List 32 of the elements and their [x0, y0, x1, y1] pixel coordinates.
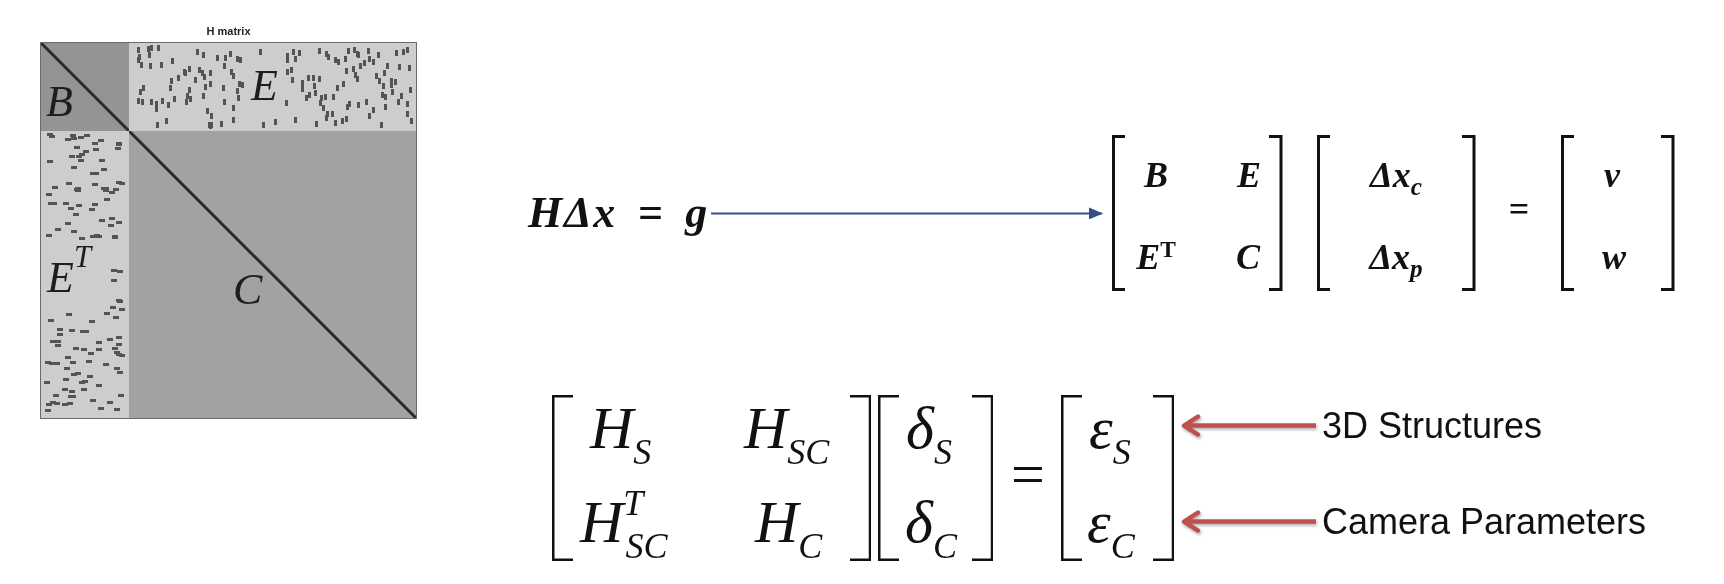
- arrow: [710, 207, 1103, 220]
- block-label: B: [46, 79, 73, 126]
- annotation-text: Camera Parameters: [1322, 500, 1647, 544]
- equals-sign: =: [1011, 440, 1045, 509]
- matrix-entry: w: [1602, 236, 1626, 279]
- equals-sign: =: [1508, 188, 1530, 231]
- matrix-entry: B: [1144, 154, 1168, 197]
- matrix-entry: δ$_{C}$: [905, 488, 957, 561]
- matrix-entry: H$_{C}$: [755, 488, 823, 561]
- matrix-entry: v: [1604, 154, 1620, 197]
- matrix-entry: Δx$_{c}$: [1370, 154, 1422, 199]
- matrix-entry: H$_{SC}$: [744, 394, 830, 467]
- matrix-entry: ε$_{C}$: [1087, 488, 1135, 561]
- matrix-entry: E: [1237, 154, 1261, 197]
- plot-title: H matrix: [206, 24, 251, 39]
- equation-text: HΔx = g: [528, 187, 710, 240]
- matrix-entry: ε$_{S}$: [1089, 394, 1131, 467]
- block-label: C: [233, 267, 263, 314]
- arrow: [1181, 510, 1316, 533]
- matrix-entry: E$^{T}$: [1136, 235, 1176, 279]
- matrix-entry: H$_{S}$: [590, 394, 652, 467]
- matrix-entry: δ$_{S}$: [906, 394, 952, 467]
- arrow: [1181, 414, 1316, 437]
- block-label: E$^{T}$: [47, 247, 92, 304]
- matrix-block: [41, 43, 129, 131]
- matrix-block: [41, 131, 129, 418]
- block-label: E: [251, 63, 278, 110]
- matrix-entry: Δx$_{p}$: [1369, 236, 1423, 281]
- matrix-block: [129, 43, 416, 131]
- annotation-text: 3D Structures: [1322, 404, 1543, 448]
- matrix-entry: C: [1236, 236, 1260, 279]
- matrix-block: [129, 131, 416, 418]
